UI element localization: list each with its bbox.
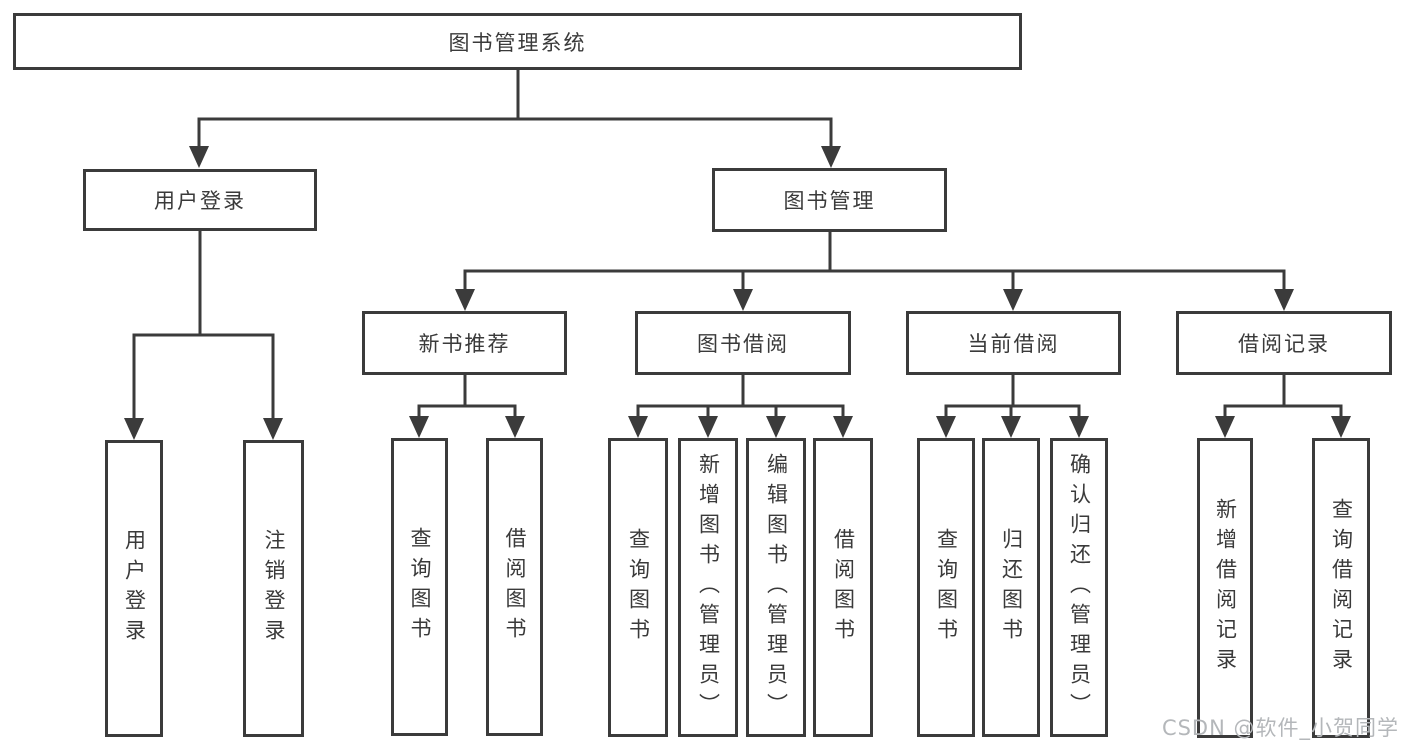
node-current-borrowing: 当前借阅	[906, 311, 1121, 375]
leaf-edit-book-admin: 编辑图书（管理员）	[746, 438, 806, 737]
node-new-book-recommend: 新书推荐	[362, 311, 567, 375]
leaf-search-books-recommend: 查询图书	[391, 438, 448, 736]
leaf-borrow-books-recommend: 借阅图书	[486, 438, 543, 736]
node-borrowing-records: 借阅记录	[1176, 311, 1392, 375]
leaf-confirm-return-admin: 确认归还（管理员）	[1050, 438, 1108, 737]
node-user-login: 用户登录	[83, 169, 317, 231]
leaf-return-book: 归还图书	[982, 438, 1040, 737]
leaf-search-books-borrowing: 查询图书	[608, 438, 668, 737]
node-book-borrowing: 图书借阅	[635, 311, 851, 375]
leaf-logout: 注销登录	[243, 440, 304, 737]
leaf-search-books-current: 查询图书	[917, 438, 975, 737]
leaf-user-login: 用户登录	[105, 440, 163, 737]
leaf-add-book-admin: 新增图书（管理员）	[678, 438, 738, 737]
arrowheads	[124, 146, 1351, 440]
csdn-watermark: CSDN @软件_小贺同学	[1161, 716, 1399, 740]
leaf-search-borrow-record: 查询借阅记录	[1312, 438, 1370, 738]
node-library-management-system: 图书管理系统	[13, 13, 1022, 70]
leaf-borrow-book: 借阅图书	[813, 438, 873, 737]
leaf-add-borrow-record: 新增借阅记录	[1197, 438, 1253, 738]
node-book-management: 图书管理	[712, 168, 947, 232]
